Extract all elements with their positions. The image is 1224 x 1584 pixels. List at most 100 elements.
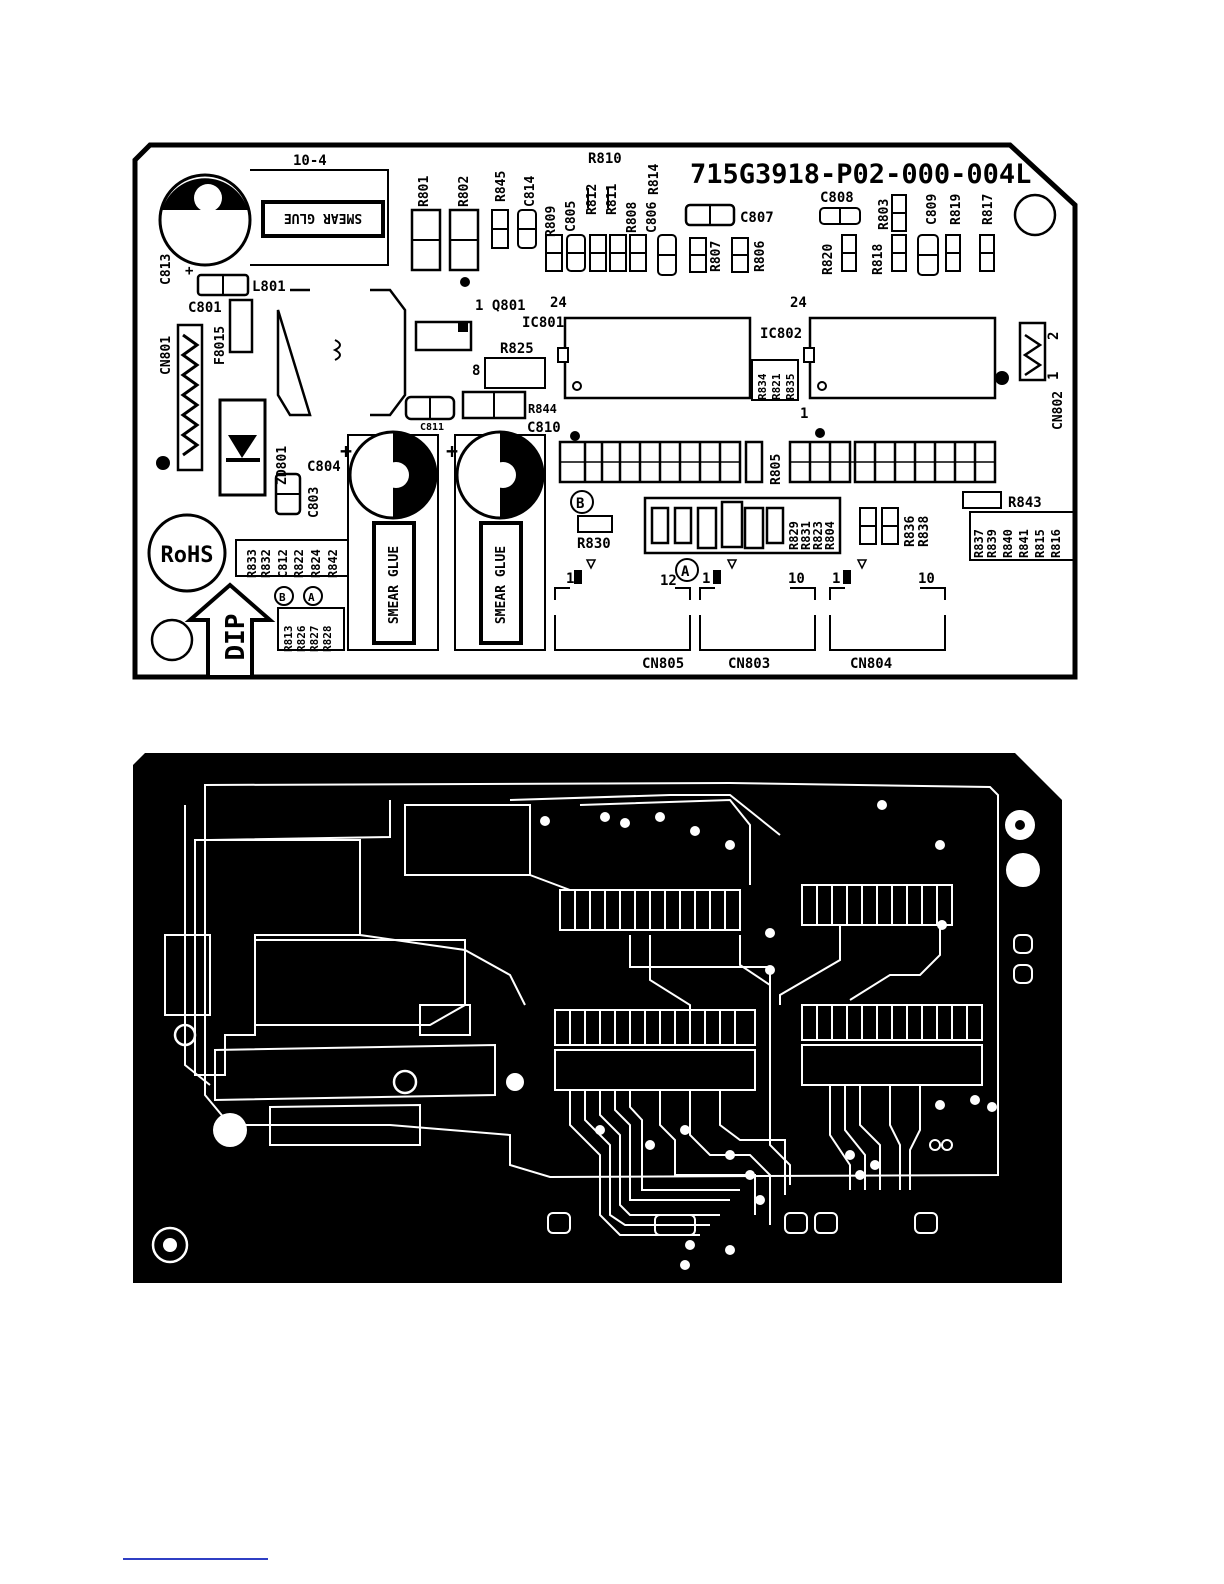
label-c807: C807 bbox=[740, 210, 774, 226]
glue-block bbox=[250, 169, 389, 266]
glue-left-text: SMEAR GLUE bbox=[387, 546, 402, 624]
glue-right-text: SMEAR GLUE bbox=[494, 546, 509, 624]
cn802 bbox=[1018, 321, 1047, 382]
rohs-text: RoHS bbox=[161, 543, 214, 568]
rohs-badge bbox=[147, 513, 227, 593]
cn804-pin10: 10 bbox=[918, 571, 935, 587]
label-f8015: F8015 bbox=[213, 326, 228, 365]
ic802-pin1: 1 bbox=[800, 406, 808, 422]
glue-top-box bbox=[261, 200, 385, 238]
label-r802: R802 bbox=[457, 176, 472, 207]
cn802-pin1: 1 bbox=[1046, 372, 1062, 380]
part-number: 715G3918-P02-000-004L bbox=[690, 159, 1031, 190]
label-r817: R817 bbox=[981, 194, 996, 225]
label-c811: C811 bbox=[420, 422, 444, 433]
ic801 bbox=[563, 316, 752, 400]
copper-layer-drawing bbox=[133, 753, 1062, 1283]
svg-text:+: + bbox=[446, 439, 458, 463]
label-c804: C804 bbox=[307, 459, 341, 475]
label-cn803: CN803 bbox=[728, 656, 770, 672]
label-c814: C814 bbox=[523, 176, 538, 207]
marker-a-center: A bbox=[681, 564, 690, 580]
vias bbox=[540, 800, 997, 1270]
label-r842: R842 bbox=[326, 549, 340, 578]
label-r804: R804 bbox=[823, 521, 837, 550]
copper-layer-board bbox=[130, 745, 1065, 1290]
r810-cluster bbox=[545, 188, 677, 276]
label-r835: R835 bbox=[784, 374, 797, 401]
test-pads bbox=[547, 1139, 953, 1236]
label-c808: C808 bbox=[820, 190, 854, 206]
r837-group bbox=[969, 511, 1076, 561]
label-r815: R815 bbox=[1033, 529, 1047, 558]
pad-row-left bbox=[554, 1009, 756, 1091]
label-c812: C812 bbox=[276, 549, 290, 578]
label-r821: R821 bbox=[770, 373, 783, 400]
svg-text:+: + bbox=[340, 439, 352, 463]
r836-group bbox=[859, 507, 899, 545]
label-r805: R805 bbox=[769, 454, 784, 485]
label-r837: R837 bbox=[972, 529, 986, 558]
label-r830: R830 bbox=[577, 536, 611, 552]
r813-group bbox=[277, 607, 345, 651]
cn804 bbox=[829, 587, 946, 651]
mount-hole-top-right bbox=[1013, 193, 1057, 237]
label-r832: R832 bbox=[259, 549, 273, 578]
label-r834: R834 bbox=[756, 373, 769, 400]
cn803 bbox=[699, 587, 816, 651]
marker-b-center: B bbox=[576, 496, 584, 512]
label-c810: C810 bbox=[527, 420, 561, 436]
r829-group bbox=[643, 496, 842, 555]
cn805-pin12: 12 bbox=[660, 573, 677, 589]
coil-outline bbox=[276, 288, 407, 417]
coil-symbol bbox=[332, 339, 341, 361]
cn801 bbox=[176, 323, 204, 472]
label-c813: C813 bbox=[159, 254, 174, 285]
ic802-pin24: 24 bbox=[790, 295, 807, 311]
label-cn802: CN802 bbox=[1051, 391, 1066, 430]
marker-b-left: B bbox=[279, 591, 286, 604]
label-r818: R818 bbox=[871, 244, 886, 275]
board-outline bbox=[132, 142, 1078, 680]
label-r823: R823 bbox=[811, 521, 825, 550]
pad-row-right bbox=[801, 1004, 983, 1086]
hole-bottom-1 bbox=[213, 1113, 247, 1147]
plus-c813: + bbox=[185, 263, 193, 279]
resistor-row-right bbox=[788, 440, 997, 484]
r825 bbox=[484, 357, 546, 389]
signal-traces bbox=[359, 794, 941, 1236]
label-r824: R824 bbox=[309, 549, 323, 578]
marker-a-left: A bbox=[308, 591, 315, 604]
cn803-pin1: 1 bbox=[702, 571, 710, 587]
label-ic802: IC802 bbox=[760, 326, 802, 342]
electrolytic-caps: + SMEAR GLUE + SMEAR GLUE bbox=[340, 430, 546, 651]
label-r831: R831 bbox=[799, 521, 813, 550]
label-r808: R808 bbox=[625, 202, 640, 233]
label-r828: R828 bbox=[321, 626, 334, 653]
q801 bbox=[414, 320, 473, 352]
label-r801: R801 bbox=[417, 176, 432, 207]
cn802-pin2: 2 bbox=[1046, 332, 1062, 340]
ic802-pads bbox=[801, 884, 953, 926]
block-label: 10-4 bbox=[293, 153, 327, 169]
label-ic801: IC801 bbox=[522, 315, 564, 331]
r833-group bbox=[235, 539, 349, 577]
f8015 bbox=[228, 298, 254, 354]
label-r840: R840 bbox=[1001, 529, 1015, 558]
resistor-row-left bbox=[558, 440, 764, 484]
label-r813: R813 bbox=[282, 626, 295, 653]
label-r843: R843 bbox=[1008, 495, 1042, 511]
label-r841: R841 bbox=[1017, 529, 1031, 558]
q801-label: 1 Q801 bbox=[475, 298, 526, 314]
r834-group bbox=[751, 359, 799, 401]
label-r806: R806 bbox=[753, 241, 768, 272]
label-r845: R845 bbox=[494, 171, 509, 202]
r825-pin8: 8 bbox=[472, 363, 480, 379]
label-c806: C806 bbox=[645, 202, 660, 233]
cn801-dot bbox=[156, 456, 170, 470]
label-c801: C801 bbox=[188, 300, 222, 316]
label-r822: R822 bbox=[292, 549, 306, 578]
hole-bottom-2 bbox=[151, 1226, 189, 1264]
label-r809: R809 bbox=[544, 206, 559, 237]
label-c803: C803 bbox=[307, 487, 322, 518]
